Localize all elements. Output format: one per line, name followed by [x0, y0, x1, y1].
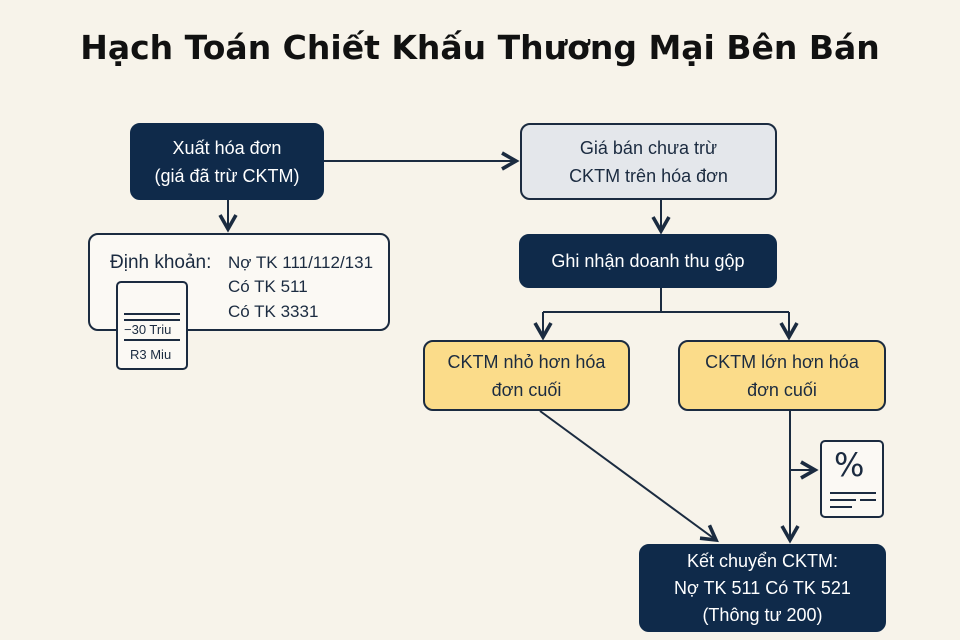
node-text: (giá đã trừ CKTM) [154, 165, 300, 186]
node-text: CKTM lớn hơn hóa [705, 351, 859, 372]
node-text: Kết chuyển CKTM: [686, 550, 839, 571]
percent-glyph: % [834, 446, 865, 484]
arrow-revenue-split [543, 288, 789, 313]
node-text: Ghi nhận doanh thu gộp [551, 251, 745, 271]
entry-line: Nợ TK 111/112/131 [228, 253, 374, 272]
percent-document-icon: % [820, 440, 884, 518]
node-discount-smaller: CKTM nhỏ hơn hóa đơn cuối [423, 340, 630, 411]
arrow-smaller-to-transfer [539, 410, 719, 543]
node-text: đơn cuối [491, 379, 562, 400]
node-price-before-discount: Giá bán chưa trừ CKTM trên hóa đơn [520, 123, 777, 200]
entry-line: Có TK 511 [228, 277, 308, 296]
entry-label: Định khoản: [110, 252, 212, 273]
node-text: CKTM nhỏ hơn hóa [447, 351, 606, 372]
node-text: Giá bán chưa trừ [579, 137, 718, 158]
diagram-title: Hạch Toán Chiết Khấu Thương Mại Bên Bán [80, 28, 880, 67]
receipt-text: R3 Miu [130, 347, 172, 362]
node-transfer-discount: Kết chuyển CKTM: Nợ TK 511 Có TK 521 (Th… [639, 544, 886, 632]
receipt-text: −30 Triu [124, 322, 172, 337]
node-text: Nợ TK 511 Có TK 521 [674, 577, 851, 598]
node-discount-larger: CKTM lớn hơn hóa đơn cuối [678, 340, 886, 411]
entry-line: Có TK 3331 [228, 302, 319, 321]
node-text: (Thông tư 200) [702, 604, 823, 625]
node-gross-revenue: Ghi nhận doanh thu gộp [519, 234, 777, 288]
node-text: đơn cuối [747, 379, 817, 400]
receipt-icon: −30 Triu R3 Miu [116, 281, 188, 370]
node-issue-invoice: Xuất hóa đơn (giá đã trừ CKTM) [130, 123, 324, 200]
node-text: Xuất hóa đơn [172, 137, 282, 158]
node-text: CKTM trên hóa đơn [569, 165, 728, 186]
